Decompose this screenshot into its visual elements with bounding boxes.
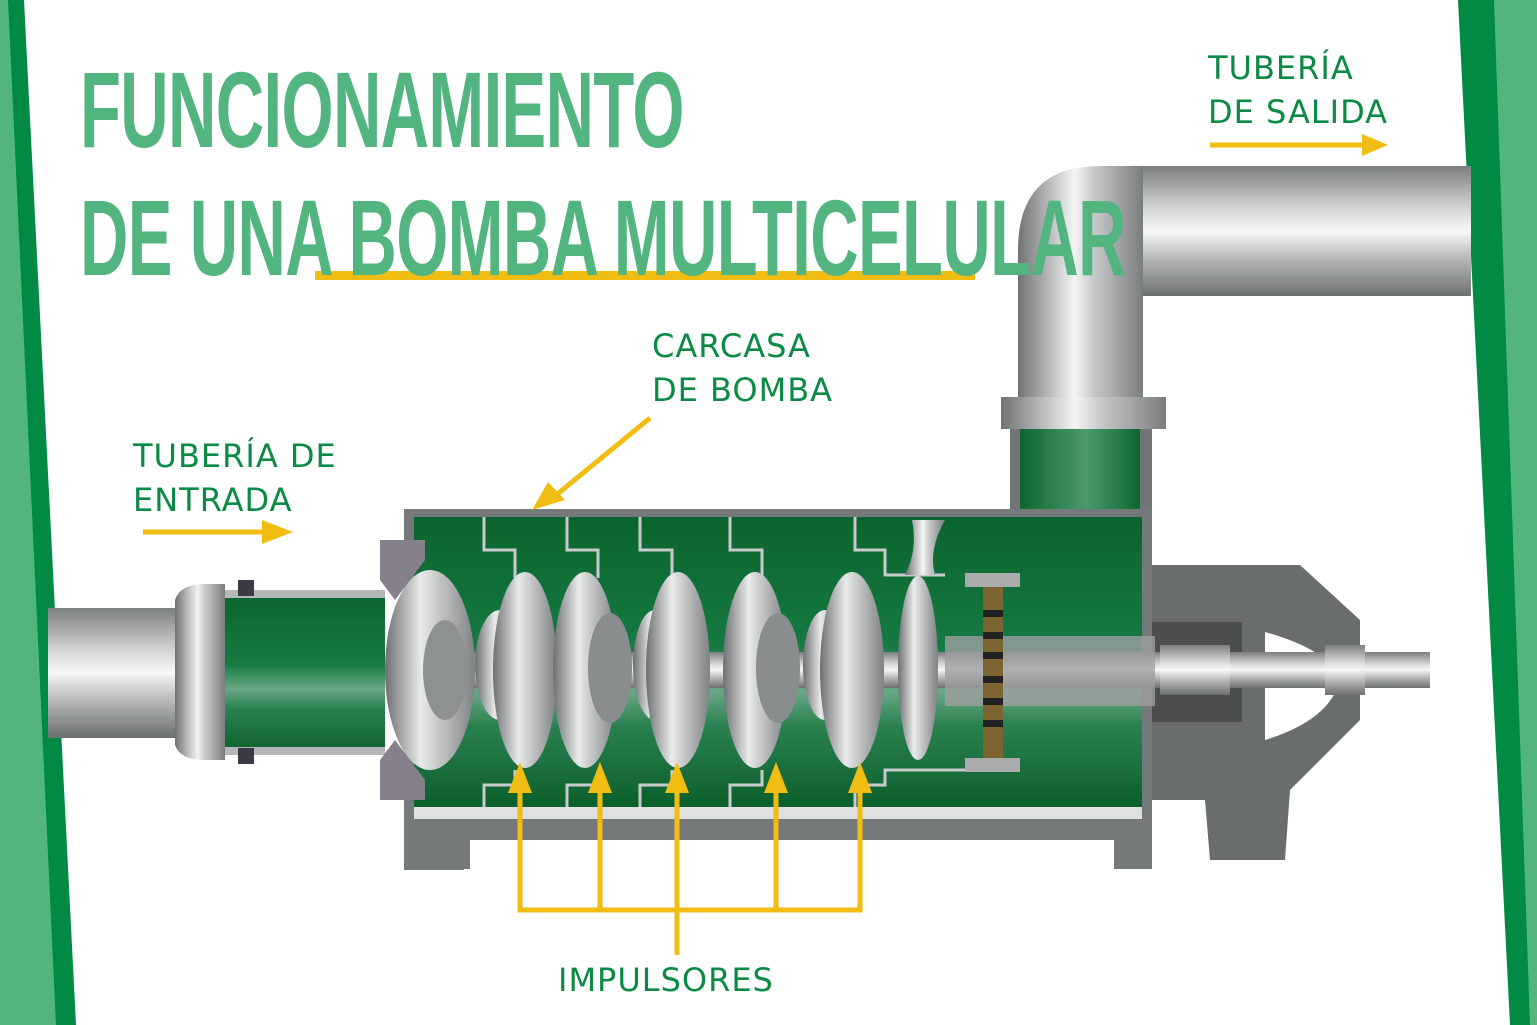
page-title-line2: DE UNA BOMBA MULTICELULAR: [80, 184, 1126, 292]
outlet-pipe: [1001, 166, 1471, 429]
right-border-stripe: [1458, 0, 1537, 1025]
casing-label-line2: DE BOMBA: [652, 371, 834, 409]
inlet-label-line2: ENTRADA: [133, 481, 293, 519]
title-underline: [315, 271, 975, 280]
arrows: [143, 134, 1388, 955]
outlet-column-fluid: [1020, 429, 1140, 519]
inlet-label-line1: TUBERÍA DE: [133, 437, 337, 475]
title-emphasis: BOMBA MULTICELULAR: [348, 177, 1126, 298]
inlet-pipe: [48, 580, 385, 764]
impeller-pointer-arrows-icon: [517, 780, 863, 955]
title-prefix: DE UNA: [80, 177, 349, 298]
impeller-1: [475, 572, 557, 768]
suction-eye: [385, 570, 475, 770]
left-border-stripe: [0, 0, 76, 1025]
inlet-cone: [380, 540, 425, 800]
inlet-flow-arrow-icon: [143, 520, 293, 544]
inlet-pipe-label: TUBERÍA DE ENTRADA: [133, 434, 337, 522]
outlet-pipe-label: TUBERÍA DE SALIDA: [1208, 46, 1388, 134]
casing-pointer-arrow-icon: [532, 416, 652, 510]
balance-drum: [905, 520, 1020, 772]
outlet-label-line2: DE SALIDA: [1208, 93, 1389, 131]
impeller-5: [803, 572, 884, 768]
impeller-3: [633, 572, 710, 768]
outlet-label-line1: TUBERÍA: [1208, 49, 1354, 87]
casing-label: CARCASA DE BOMBA: [652, 324, 833, 412]
casing-label-line1: CARCASA: [652, 327, 811, 365]
outlet-flow-arrow-icon: [1210, 134, 1388, 156]
page-title-line1: FUNCIONAMIENTO: [80, 49, 684, 170]
impellers-label: IMPULSORES: [558, 961, 774, 999]
impeller-4: [723, 572, 800, 768]
impeller-2: [553, 572, 632, 768]
impellers: [475, 572, 938, 768]
